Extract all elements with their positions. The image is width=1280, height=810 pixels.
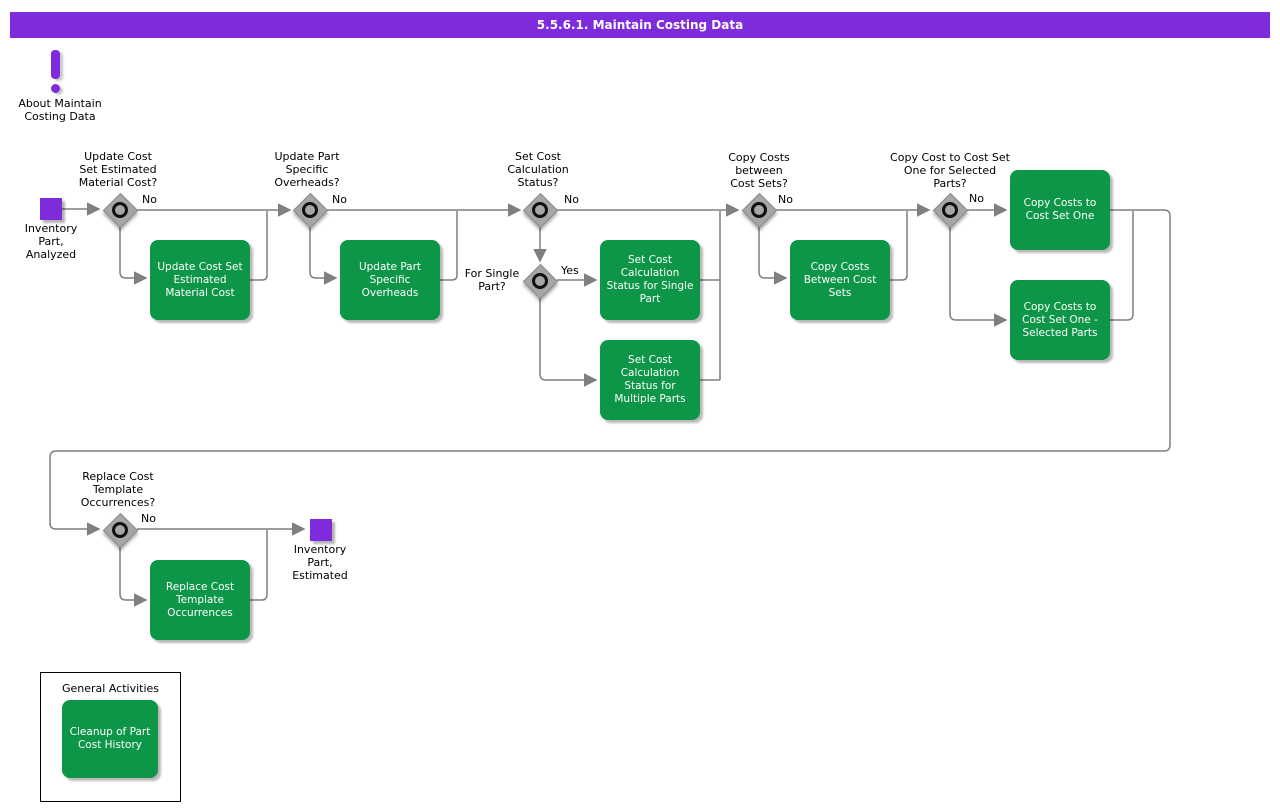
decision-copy-costs-between: [741, 192, 778, 229]
activity-copy-costs-to-cost-set-one-selected-parts[interactable]: Copy Costs to Cost Set One - Selected Pa…: [1010, 280, 1110, 360]
end-node-label: Inventory Part, Estimated: [292, 543, 348, 582]
exclamation-bar: [51, 50, 60, 79]
activity-cleanup-of-part-cost-history[interactable]: Cleanup of Part Cost History: [62, 700, 158, 778]
branch-label-no: No: [142, 193, 157, 206]
branch-label-yes: Yes: [561, 264, 579, 277]
branch-label-no: No: [141, 512, 156, 525]
activity-update-part-specific-overheads[interactable]: Update Part Specific Overheads: [340, 240, 440, 320]
question-copy-costs-between: Copy Costs between Cost Sets?: [728, 151, 790, 190]
question-replace-cost-template: Replace Cost Template Occurrences?: [80, 470, 156, 509]
gateway-ring-icon: [302, 202, 318, 218]
activity-set-cost-calculation-status-single-part[interactable]: Set Cost Calculation Status for Single P…: [600, 240, 700, 320]
start-node-inventory-part-analyzed[interactable]: [40, 198, 62, 220]
gateway-ring-icon: [942, 202, 958, 218]
activity-copy-costs-between-cost-sets[interactable]: Copy Costs Between Cost Sets: [790, 240, 890, 320]
gateway-ring-icon: [532, 202, 548, 218]
start-node-label: Inventory Part, Analyzed: [24, 222, 78, 261]
diagram-title-bar: 5.5.6.1. Maintain Costing Data: [10, 12, 1270, 38]
activity-update-cost-set-estimated-material-cost[interactable]: Update Cost Set Estimated Material Cost: [150, 240, 250, 320]
question-copy-cost-to-set-one: Copy Cost to Cost Set One for Selected P…: [890, 151, 1010, 190]
about-exclamation-icon[interactable]: [49, 50, 63, 94]
gateway-ring-icon: [532, 273, 548, 289]
general-activities-title: General Activities: [61, 682, 160, 695]
general-activities-frame: General Activities Cleanup of Part Cost …: [40, 672, 181, 802]
question-update-part-overheads: Update Part Specific Overheads?: [274, 150, 340, 189]
branch-label-no: No: [564, 193, 579, 206]
branch-label-no: No: [332, 193, 347, 206]
gateway-ring-icon: [112, 202, 128, 218]
activity-replace-cost-template-occurrences[interactable]: Replace Cost Template Occurrences: [150, 560, 250, 640]
gateway-ring-icon: [751, 202, 767, 218]
exclamation-dot: [51, 84, 60, 93]
decision-set-cost-calc-status: [522, 192, 559, 229]
decision-for-single-part: [522, 263, 559, 300]
branch-label-no: No: [969, 192, 984, 205]
about-link-label[interactable]: About Maintain Costing Data: [18, 97, 102, 123]
question-set-cost-calc-status: Set Cost Calculation Status?: [507, 150, 569, 189]
gateway-ring-icon: [112, 522, 128, 538]
branch-label-no: No: [778, 193, 793, 206]
decision-replace-cost-template: [102, 512, 139, 549]
question-for-single-part: For Single Part?: [464, 267, 520, 293]
activity-copy-costs-to-cost-set-one[interactable]: Copy Costs to Cost Set One: [1010, 170, 1110, 250]
page-title: 5.5.6.1. Maintain Costing Data: [536, 18, 744, 32]
decision-update-part-overheads: [292, 192, 329, 229]
activity-set-cost-calculation-status-multiple-parts[interactable]: Set Cost Calculation Status for Multiple…: [600, 340, 700, 420]
decision-copy-cost-to-set-one: [932, 192, 969, 229]
decision-update-cost-set: [102, 192, 139, 229]
end-node-inventory-part-estimated[interactable]: [310, 519, 332, 541]
question-update-cost-set: Update Cost Set Estimated Material Cost?: [78, 150, 158, 189]
